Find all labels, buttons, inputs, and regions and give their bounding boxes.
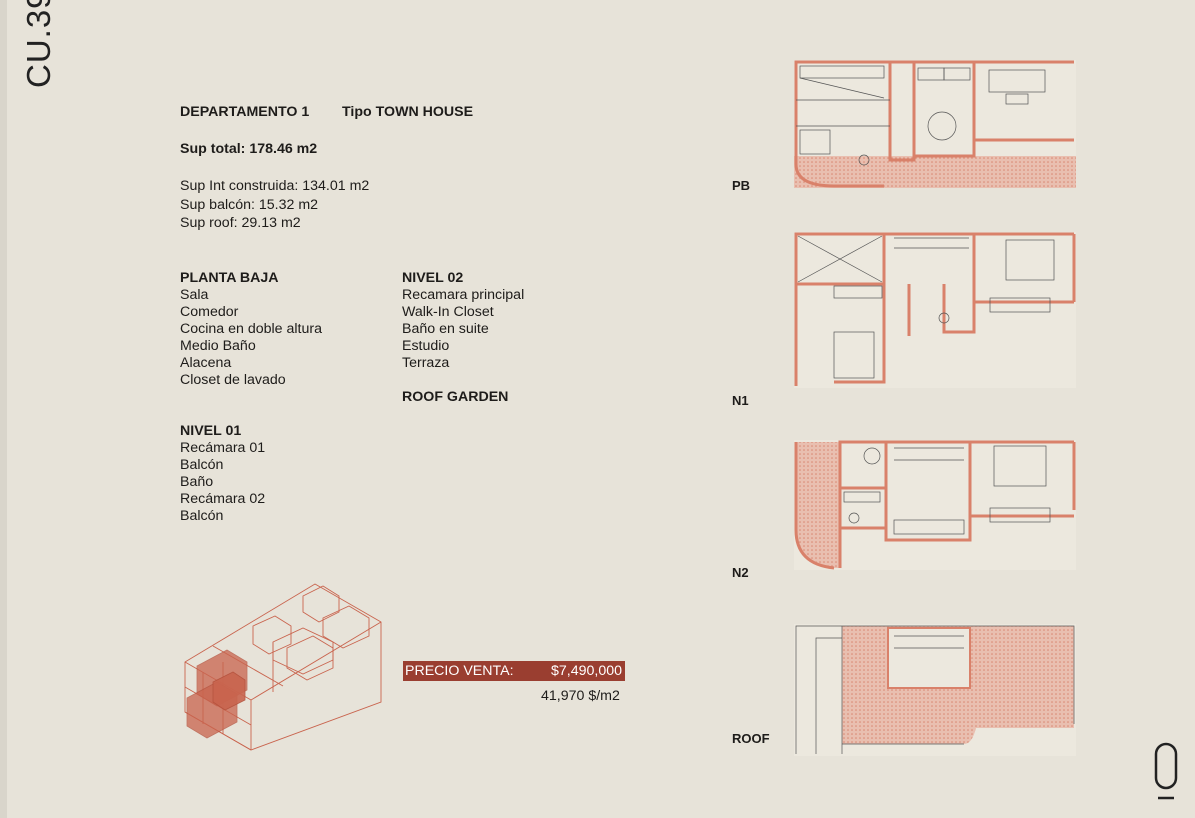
sheet-code: CU.39: [20, 0, 57, 88]
list-item: Alacena: [180, 355, 232, 371]
list-item: Sala: [180, 287, 209, 303]
plan-label-pb: PB: [732, 178, 751, 193]
list-item: Cocina en doble altura: [180, 321, 322, 337]
level-title: PLANTA BAJA: [180, 270, 279, 286]
list-item: Balcón: [180, 457, 224, 473]
floor-plan-n2: [794, 440, 1076, 570]
list-item: Terraza: [402, 355, 450, 371]
area-total: Sup total: 178.46 m2: [180, 141, 318, 157]
floor-plan-pb: [794, 60, 1076, 188]
level-planta-baja: PLANTA BAJA Sala Comedor Cocina en doble…: [180, 270, 322, 389]
level-nivel-02: NIVEL 02 Recamara principal Walk-In Clos…: [402, 270, 524, 372]
unit-type: Tipo TOWN HOUSE: [342, 104, 474, 120]
list-item: Recamara principal: [402, 287, 525, 303]
floor-plan-n1: [794, 232, 1076, 388]
list-item: Estudio: [402, 338, 450, 354]
floor-plan-roof: [794, 624, 1076, 756]
list-item: Recámara 01: [180, 440, 266, 456]
roof-garden-title: ROOF GARDEN: [402, 389, 509, 405]
level-title: NIVEL 01: [180, 423, 242, 439]
area-roof: Sup roof: 29.13 m2: [180, 215, 301, 231]
price-value: $7,490,000: [550, 663, 622, 679]
page-edge: [0, 0, 7, 818]
price-label: PRECIO VENTA:: [405, 663, 514, 679]
list-item: Baño en suite: [402, 321, 489, 337]
price-box: PRECIO VENTA: $7,490,000: [403, 661, 625, 681]
list-item: Closet de lavado: [180, 372, 286, 388]
isometric-volume-drawing: [184, 583, 382, 751]
list-item: Recámara 02: [180, 491, 266, 507]
list-item: Medio Baño: [180, 338, 256, 354]
list-item: Comedor: [180, 304, 239, 320]
plan-label-roof: ROOF: [732, 731, 770, 746]
plan-label-n2: N2: [732, 565, 749, 580]
list-item: Baño: [180, 474, 214, 490]
list-item: Balcón: [180, 508, 224, 524]
level-title: NIVEL 02: [402, 270, 464, 286]
list-item: Walk-In Closet: [402, 304, 494, 320]
plan-label-n1: N1: [732, 393, 749, 408]
area-interior: Sup Int construida: 134.01 m2: [180, 178, 370, 194]
brand-logo: [1154, 742, 1178, 800]
unit-title: DEPARTAMENTO 1: [180, 104, 310, 120]
area-balcony: Sup balcón: 15.32 m2: [180, 197, 319, 213]
price-per-m2: 41,970 $/m2: [541, 688, 620, 704]
level-nivel-01: NIVEL 01 Recámara 01 Balcón Baño Recámar…: [180, 423, 265, 525]
